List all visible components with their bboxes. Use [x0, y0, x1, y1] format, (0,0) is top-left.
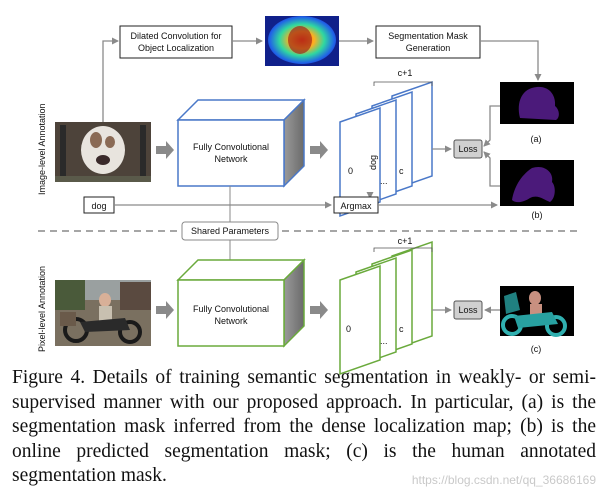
- bottom-count-bracket: [373, 247, 433, 252]
- block-arrow-fcn-top-to-maps: [310, 141, 328, 159]
- top-map-c: c: [399, 166, 404, 176]
- watermark: https://blog.csdn.net/qq_36686169: [411, 473, 596, 487]
- image-level-label: Image-level Annotation: [37, 103, 47, 195]
- mask-b: [500, 160, 574, 206]
- mask-a: [500, 82, 574, 124]
- mask-c: [500, 286, 574, 337]
- block-arrow-image-to-fcn-top: [156, 141, 174, 159]
- bottom-map-dots: ...: [380, 336, 388, 346]
- block-arrow-image-to-fcn-bottom: [156, 301, 174, 319]
- top-count-bracket: [373, 81, 433, 86]
- loss-top-label: Loss: [458, 144, 478, 154]
- fcn-top-line2: Network: [214, 154, 248, 164]
- dilated-conv-line1: Dilated Convolution for: [130, 31, 221, 41]
- figure-caption: Figure 4. Details of training semantic s…: [12, 367, 596, 487]
- bottom-map-zero: 0: [346, 324, 351, 334]
- top-map-zero: 0: [348, 166, 353, 176]
- arrow-seggen-to-mask-a: [480, 40, 542, 81]
- feature-maps-top: [339, 80, 433, 218]
- top-count-label: c+1: [398, 68, 413, 78]
- fcn-top-line1: Fully Convolutional: [193, 142, 269, 152]
- argmax-label: Argmax: [340, 201, 372, 211]
- label-c: (c): [531, 344, 542, 354]
- shared-parameters-label: Shared Parameters: [191, 226, 270, 236]
- arrow-mask-b-to-loss: [483, 151, 500, 187]
- seg-gen-line1: Segmentation Mask: [388, 31, 468, 41]
- loss-top-box: Loss: [453, 139, 483, 159]
- seg-gen-line2: Generation: [406, 43, 451, 53]
- fcn-bottom-line1: Fully Convolutional: [193, 304, 269, 314]
- fcn-bottom-line2: Network: [214, 316, 248, 326]
- localization-heatmap: [265, 16, 339, 66]
- block-arrow-fcn-bottom-to-maps: [310, 301, 328, 319]
- dilated-conv-line2: Object Localization: [138, 43, 214, 53]
- shared-parameters-box: Shared Parameters: [181, 221, 279, 241]
- fcn-bottom-cube: Fully Convolutional Network: [176, 258, 306, 348]
- bottom-count-label: c+1: [398, 236, 413, 246]
- feature-maps-bottom: [339, 240, 433, 376]
- label-b: (b): [532, 210, 543, 220]
- top-map-dog: dog: [368, 155, 378, 170]
- label-a: (a): [531, 134, 542, 144]
- loss-bottom-label: Loss: [458, 305, 478, 315]
- argmax-box: Argmax: [333, 196, 379, 214]
- bottom-map-c: c: [399, 324, 404, 334]
- input-image-motorcycle: [55, 280, 151, 346]
- dilated-conv-box: Dilated Convolution for Object Localizat…: [119, 25, 233, 59]
- dog-label: dog: [91, 201, 106, 211]
- arrow-image-to-dilated: [102, 37, 119, 122]
- fcn-top-cube: Fully Convolutional Network: [176, 98, 306, 188]
- pixel-level-label: Pixel-level Annotation: [37, 266, 47, 352]
- loss-bottom-box: Loss: [453, 300, 483, 320]
- input-image-dog: [55, 122, 151, 182]
- top-map-dots: ...: [380, 176, 388, 186]
- dog-label-box: dog: [83, 196, 115, 214]
- seg-mask-generation-box: Segmentation Mask Generation: [375, 25, 481, 59]
- arrow-mask-a-to-loss: [483, 105, 500, 147]
